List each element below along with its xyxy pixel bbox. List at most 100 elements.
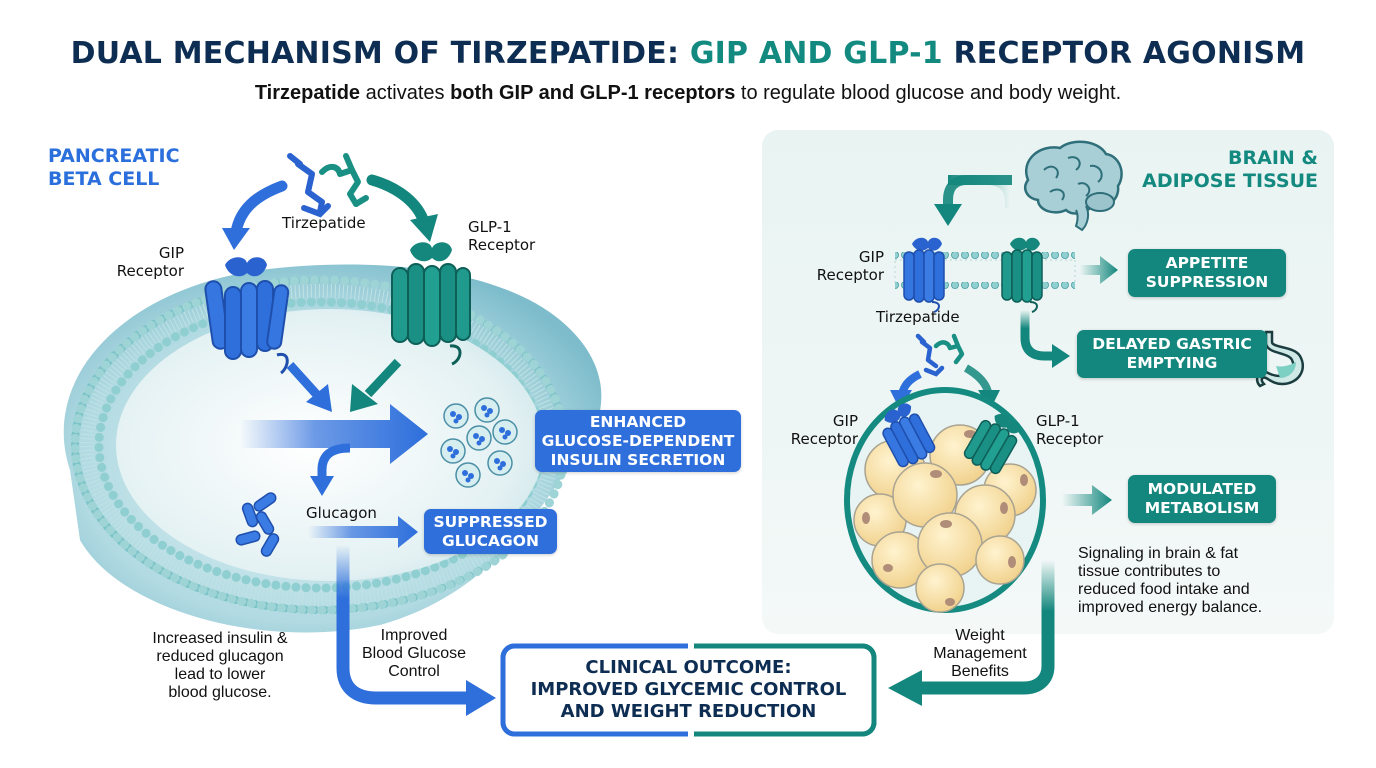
arrow-to-fat-glp1 (963, 364, 992, 394)
note-line-2: reduced glucagon (156, 648, 284, 665)
heading-line-1: PANCREATIC (48, 145, 180, 167)
insulin-box-line-1: ENHANCED (589, 412, 687, 431)
note-line-4: blood glucose. (168, 684, 272, 701)
glp1-label-line-1: GLP-1 (468, 218, 512, 236)
note-line-3: reduced food intake and (1078, 581, 1250, 598)
brain-gip-line-2: Receptor (816, 266, 884, 284)
title-part-3: RECEPTOR AGONISM (942, 36, 1306, 71)
note-line-1: Signaling in brain & fat (1078, 545, 1239, 562)
arrow-head-glp1-signal (350, 384, 378, 412)
arrow-head-glp1 (410, 214, 438, 242)
glucagon-branch-head (310, 476, 334, 496)
title-part-1: DUAL MECHANISM OF TIRZEPATIDE: (70, 36, 690, 71)
tirzepatide-label: Tirzepatide (282, 214, 366, 232)
blood-glucose-flow-head (466, 680, 496, 716)
suppressed-glucagon-arrow (308, 516, 418, 548)
subtitle-text-2: to regulate blood glucose and body weigh… (735, 82, 1122, 104)
fat-glp1-line-1: GLP-1 (1036, 412, 1080, 430)
title-part-2: GIP AND GLP-1 (689, 36, 943, 71)
insulin-secretion-arrow (240, 404, 428, 464)
arrow-head-gip (222, 228, 250, 250)
note-line-3: lead to lower (174, 666, 266, 683)
weight-flow-head (888, 670, 922, 706)
glucagon-branch-arrow (317, 443, 351, 478)
appetite-line-1: APPETITE (1165, 254, 1249, 272)
heading-line-2: BETA CELL (48, 168, 160, 190)
note-line-4: improved energy balance. (1078, 599, 1263, 616)
brain-gip-line-1: GIP (858, 248, 884, 266)
gastric-arrow-head (1052, 344, 1070, 368)
flow-label-line-3: Control (388, 663, 440, 680)
brain-glp1-receptor-icon (1001, 237, 1043, 313)
brain-membrane (894, 252, 1076, 290)
metabolism-arrow (1062, 485, 1112, 515)
glucagon-label: Glucagon (306, 504, 377, 522)
glp1-label-line-2: Receptor (468, 236, 536, 254)
subtitle-receptors: both GIP and GLP-1 receptors (450, 82, 736, 104)
fat-gip-line-1: GIP (832, 412, 858, 430)
fat-gip-line-2: Receptor (790, 430, 858, 448)
gastric-arrow (1020, 310, 1054, 361)
note-line-2: tissue contributes to (1078, 563, 1221, 580)
outcome-line-2: IMPROVED GLYCEMIC CONTROL (530, 679, 847, 700)
arrow-to-gip-receptor (230, 180, 288, 238)
insulin-granule-icon (440, 397, 518, 488)
note-line-1: Increased insulin & (152, 630, 288, 647)
flow-label-line-1: Improved (380, 627, 448, 644)
brain-arrow-body (943, 175, 1012, 206)
insulin-box-line-3: INSULIN SECRETION (550, 450, 726, 469)
metabolism-line-2: METABOLISM (1144, 499, 1260, 517)
weight-flow-arrow (918, 560, 1055, 695)
arrow-glp1-signal (364, 358, 402, 398)
page-title: DUAL MECHANISM OF TIRZEPATIDE: GIP AND G… (0, 36, 1376, 71)
tirzepatide-molecule-icon (287, 153, 369, 218)
glucagon-particle-icon (235, 492, 280, 557)
heading-line-1: BRAIN & (1228, 147, 1318, 169)
gip-label-line-1: GIP (158, 244, 184, 262)
gastric-line-2: EMPTYING (1126, 354, 1218, 372)
brain-tirzepatide-label: Tirzepatide (876, 308, 960, 326)
brain-arrow-head (934, 204, 962, 226)
insulin-box-line-2: GLUCOSE-DEPENDENT (541, 431, 735, 450)
appetite-arrow (1080, 256, 1118, 284)
brain-gip-receptor-icon (903, 237, 945, 313)
flow-label-line-1: Weight (955, 627, 1005, 644)
heading-line-2: ADIPOSE TISSUE (1142, 170, 1318, 192)
brain-icon (1024, 140, 1123, 232)
flow-label-line-2: Blood Glucose (361, 645, 467, 662)
outcome-line-3: AND WEIGHT REDUCTION (560, 701, 817, 722)
beta-cell-note: Increased insulin & reduced glucagon lea… (120, 630, 320, 702)
outcome-line-1: CLINICAL OUTCOME: (585, 657, 792, 678)
appetite-line-2: SUPPRESSION (1145, 273, 1269, 291)
arrow-to-glp1-receptor (366, 174, 430, 228)
page-subtitle: Tirzepatide activates both GIP and GLP-1… (0, 82, 1376, 105)
subtitle-text-1: activates (360, 82, 451, 104)
brain-adipose-note: Signaling in brain & fat tissue contribu… (1078, 545, 1328, 617)
flow-label-line-2: Management (933, 645, 1027, 662)
blood-glucose-flow-label: Improved Blood Glucose Control (350, 627, 478, 681)
subtitle-drug: Tirzepatide (254, 82, 361, 104)
gip-label-line-2: Receptor (116, 262, 184, 280)
flow-label-line-3: Benefits (951, 663, 1009, 680)
clinical-outcome-box: CLINICAL OUTCOME: IMPROVED GLYCEMIC CONT… (503, 646, 874, 734)
blood-glucose-flow-arrow (336, 545, 470, 705)
gastric-line-1: DELAYED GASTRIC (1092, 335, 1252, 353)
arrow-head-gip-signal (306, 384, 332, 412)
fat-glp1-line-2: Receptor (1036, 430, 1104, 448)
gip-receptor-icon (204, 257, 290, 375)
glucagon-box-line-1: SUPPRESSED (433, 512, 548, 531)
weight-flow-label: Weight Management Benefits (922, 627, 1038, 681)
glucagon-box-line-2: GLUCAGON (442, 531, 539, 550)
metabolism-line-1: MODULATED (1147, 480, 1257, 498)
fat-glp1-receptor-icon (963, 413, 1022, 475)
